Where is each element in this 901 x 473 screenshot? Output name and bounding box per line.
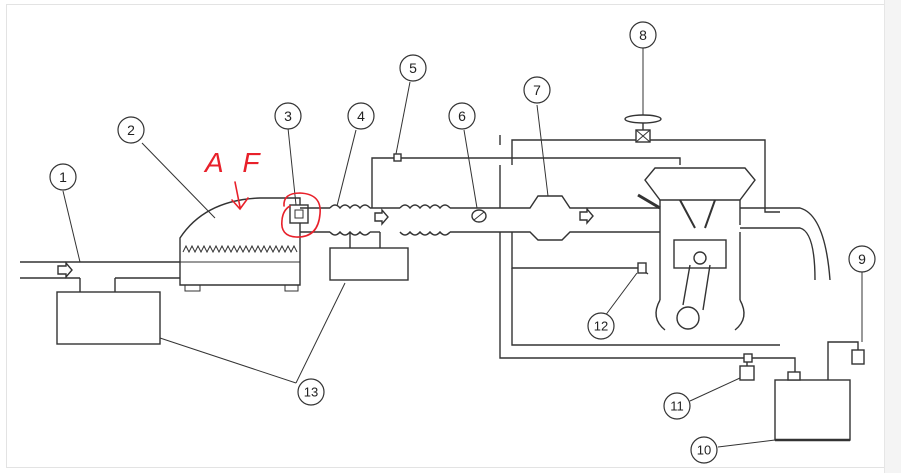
callout-circle-12 [587, 312, 615, 340]
callout-circle-2 [117, 116, 145, 144]
callout-circle-9 [848, 245, 876, 273]
callout-circle-1 [49, 163, 77, 191]
purge-solenoid [739, 365, 755, 381]
callout-label-6: 6 [458, 108, 466, 124]
callout-circle-13 [297, 378, 325, 406]
cylinder-head [644, 167, 756, 201]
sensor-line-12 [511, 232, 649, 275]
filter-feet [184, 285, 299, 292]
resonator-box-upper [329, 247, 409, 281]
pressure-sensor [851, 349, 865, 365]
pressure-line-9 [827, 341, 859, 380]
purge-line [499, 345, 796, 378]
leader-lines [62, 48, 863, 448]
purge-valve [743, 353, 753, 363]
callout-label-7: 7 [533, 82, 541, 98]
egr-valve [624, 114, 662, 143]
annotation-arrow [231, 181, 249, 211]
callout-circle-7 [523, 76, 551, 104]
flow-arrow-duct [374, 208, 389, 226]
piston-cylinder [655, 232, 745, 331]
fuel-injector [637, 193, 661, 210]
flow-arrow-inlet [57, 261, 73, 279]
callout-label-12: 12 [594, 319, 608, 334]
callout-circle-11 [663, 392, 691, 420]
callout-label-13: 13 [304, 385, 318, 400]
callout-label-4: 4 [357, 108, 365, 124]
flow-arrow-plenum [579, 207, 594, 225]
callout-label-2: 2 [127, 122, 135, 138]
callout-circle-6 [448, 102, 476, 130]
pcv-line [371, 157, 681, 208]
callouts [49, 21, 876, 464]
callout-label-10: 10 [697, 443, 711, 458]
callout-circle-3 [274, 102, 302, 130]
pcv-valve [393, 153, 402, 162]
callout-label-1: 1 [59, 169, 67, 185]
callout-label-11: 11 [670, 399, 684, 414]
resonator-box-lower [56, 291, 161, 345]
air-filter-element [182, 244, 298, 254]
callout-label-9: 9 [858, 251, 866, 267]
fuel-tank [774, 379, 851, 441]
callout-label-5: 5 [409, 60, 417, 76]
intake-duct [300, 204, 500, 236]
air-filter-housing [179, 197, 301, 286]
callout-circle-10 [690, 436, 718, 464]
callout-circle-4 [347, 102, 375, 130]
callout-label-8: 8 [639, 27, 647, 43]
callout-label-3: 3 [284, 108, 292, 124]
scrollbar[interactable] [884, 0, 901, 473]
handwritten-annotation [231, 181, 321, 238]
exhaust-pipe [740, 207, 831, 281]
inlet-pipe [20, 261, 185, 292]
callout-circle-5 [399, 54, 427, 82]
annotation-circle [280, 192, 321, 238]
callout-circle-8 [629, 21, 657, 49]
annotation-text: A F [203, 147, 266, 178]
intake-plenum [500, 195, 660, 241]
